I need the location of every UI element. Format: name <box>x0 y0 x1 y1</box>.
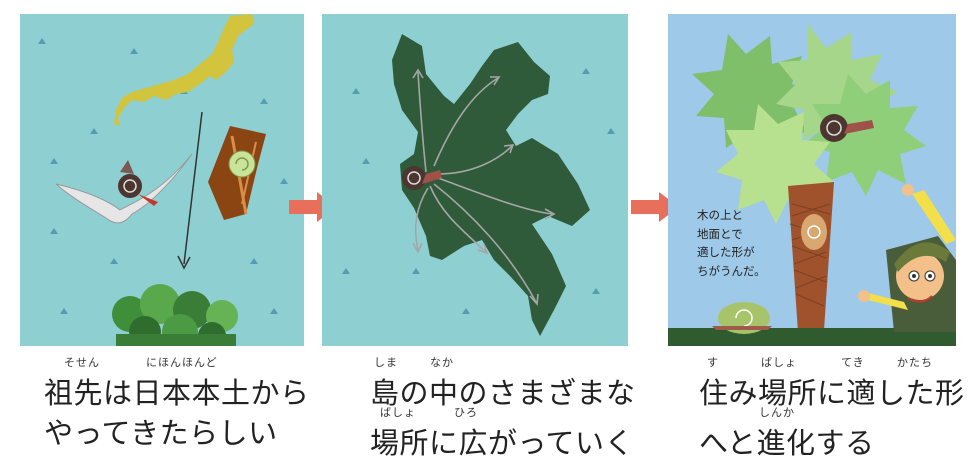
migration-arrowhead <box>177 255 191 270</box>
speech-line: 地面とで <box>697 226 743 241</box>
speech-line: 適した形が <box>697 245 755 259</box>
wave-marks <box>38 38 288 314</box>
ruby-text: しま <box>374 356 398 369</box>
ruby-text: す <box>707 356 719 369</box>
bird-carrying-snail <box>55 153 193 224</box>
dispersal-arrows <box>412 68 556 306</box>
caption-text: 住み場所に適した形 <box>699 376 965 410</box>
tree-leaves <box>692 24 926 224</box>
ruby-text: ばしょ <box>761 356 797 369</box>
island-forest-bushes <box>112 284 238 346</box>
panel-2-illustration <box>322 14 628 346</box>
speech-line: ちがうんだ。 <box>697 263 766 278</box>
tree-snail-trunk <box>801 214 827 250</box>
ruby-text: ひろ <box>454 406 478 419</box>
driftwood-with-snail <box>208 126 266 220</box>
panel-island-spread <box>322 14 628 346</box>
migration-path-line <box>183 111 203 265</box>
ruby-text: にほんほんど <box>146 356 218 369</box>
bird-body <box>118 174 142 198</box>
island-map <box>392 34 590 336</box>
ground-snail <box>712 302 772 334</box>
panel-adaptive-evolution <box>668 14 956 346</box>
panel-ancestor-arrival <box>20 14 304 346</box>
progress-arrow-2 <box>629 190 681 224</box>
caption-text: 島の中のさまざまな <box>370 376 636 410</box>
speech-bubble-text: 木の上と 地面とで 適した形が ちがうんだ。 <box>697 206 787 280</box>
explorer-character <box>858 184 956 332</box>
panel-3-illustration <box>668 14 956 346</box>
tree-snail-top <box>820 114 874 142</box>
caption-text: やってきたらしい <box>44 416 278 450</box>
caption-text: へと進化する <box>699 426 875 460</box>
ruby-text: しんか <box>759 406 795 419</box>
caption-text: 祖先は日本本土から <box>44 376 310 410</box>
panel-1-illustration <box>20 14 304 346</box>
caption-text: 場所に広がっていく <box>370 426 635 460</box>
ruby-text: ばしょ <box>380 406 416 419</box>
ruby-text: てき <box>841 356 865 369</box>
ruby-text: かたち <box>897 356 933 369</box>
snail-on-island <box>402 166 442 190</box>
ruby-text: そせん <box>64 356 100 369</box>
mainland-japan-map <box>114 14 254 126</box>
ruby-text: なか <box>430 356 454 369</box>
speech-line: 木の上と <box>697 208 743 222</box>
